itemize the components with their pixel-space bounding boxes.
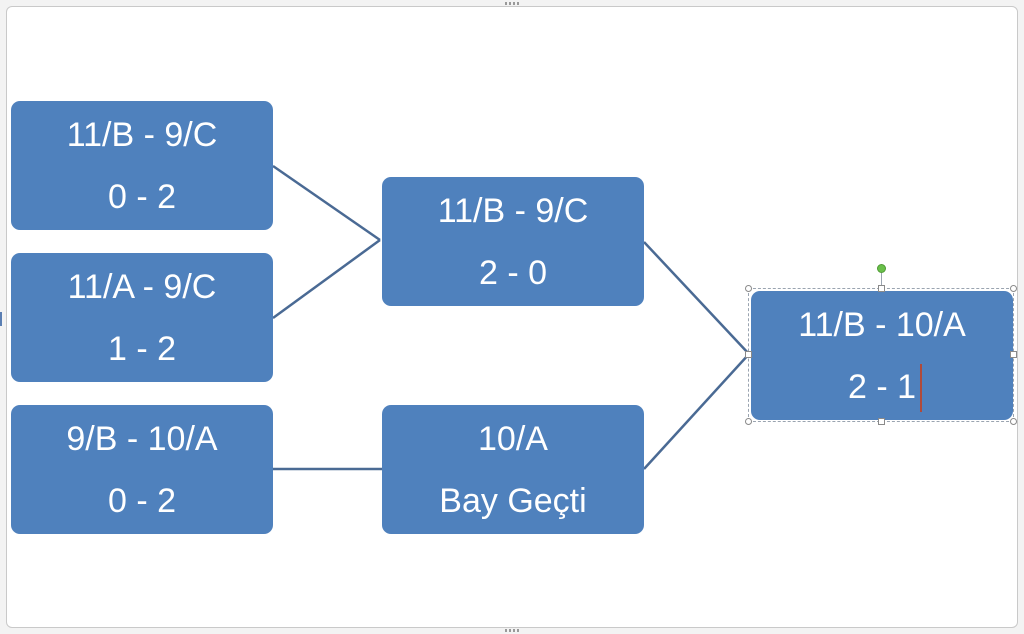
match-node-round2-2[interactable]: 10/A Bay Geçti [382, 405, 644, 534]
edge-marker [0, 312, 2, 326]
match-node-round2-1[interactable]: 11/B - 9/C 2 - 0 [382, 177, 644, 306]
match-teams: 9/B - 10/A [66, 419, 218, 458]
connector-r2m1-to-final [643, 241, 750, 355]
match-score: Bay Geçti [439, 481, 587, 520]
match-teams: 10/A [478, 419, 548, 458]
resize-handle-right[interactable] [1010, 351, 1017, 358]
connector-r1m2-to-r2m1 [272, 238, 381, 320]
match-teams: 11/B - 9/C [66, 115, 218, 154]
resize-handle-top-left[interactable] [745, 285, 752, 292]
match-teams: 11/A - 9/C [67, 267, 217, 306]
text-cursor [920, 364, 922, 412]
resize-handle-left[interactable] [745, 351, 752, 358]
match-node-final[interactable]: 11/B - 10/A 2 - 1 [751, 291, 1013, 420]
rotate-handle[interactable] [877, 264, 886, 273]
match-teams: 11/B - 9/C [437, 191, 589, 230]
match-node-round1-2[interactable]: 11/A - 9/C 1 - 2 [11, 253, 273, 382]
rotate-stem [881, 273, 882, 285]
match-teams: 11/B - 10/A [798, 305, 966, 344]
resize-handle-bottom-right[interactable] [1010, 418, 1017, 425]
match-score: 0 - 2 [107, 177, 177, 216]
resize-handle-top-right[interactable] [1010, 285, 1017, 292]
match-score: 2 - 0 [478, 253, 548, 292]
selection-frame [748, 288, 1014, 422]
match-node-round1-1[interactable]: 11/B - 9/C 0 - 2 [11, 101, 273, 230]
resize-handle-bottom[interactable] [878, 418, 885, 425]
bottom-resize-grip[interactable] [505, 629, 519, 632]
resize-handle-bottom-left[interactable] [745, 418, 752, 425]
match-score[interactable]: 2 - 1 [847, 367, 917, 406]
connector-r2m2-to-final [643, 353, 750, 470]
connector-r1m1-to-r2m1 [272, 164, 381, 242]
match-node-round1-3[interactable]: 9/B - 10/A 0 - 2 [11, 405, 273, 534]
top-resize-grip[interactable] [505, 2, 519, 5]
match-score: 1 - 2 [107, 329, 177, 368]
resize-handle-top[interactable] [878, 285, 885, 292]
match-score: 0 - 2 [107, 481, 177, 520]
